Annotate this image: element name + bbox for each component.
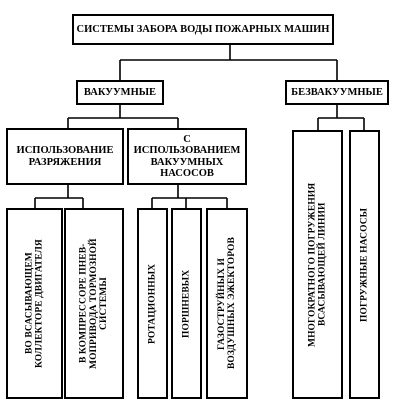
- rotary-pumps-node: РОТАЦИОННЫХ: [137, 208, 168, 399]
- brake-compressor-label: В КОМПРЕССОРЕ ПНЕВ- МОПРИВОДА ТОРМОЗНОЙ …: [78, 238, 110, 369]
- rotary-pumps-label: РОТАЦИОННЫХ: [147, 263, 158, 344]
- brake-compressor-node: В КОМПРЕССОРЕ ПНЕВ- МОПРИВОДА ТОРМОЗНОЙ …: [64, 208, 124, 399]
- submersible-pumps-node: ПОГРУЖНЫЕ НАСОСЫ: [349, 130, 380, 399]
- ejectors-label: ГАЗОСТРУЙНЫХ И ВОЗДУШНЫХ ЭЖЕКТОРОВ: [216, 237, 237, 370]
- piston-pumps-label: ПОРШНЕВЫХ: [181, 269, 192, 338]
- ejectors-node: ГАЗОСТРУЙНЫХ И ВОЗДУШНЫХ ЭЖЕКТОРОВ: [206, 208, 248, 399]
- intake-manifold-label: ВО ВСАСЫВАЮЩЕМ КОЛЛЕКТОРЕ ДВИГАТЕЛЯ: [24, 239, 45, 368]
- vacuum-label: ВАКУУМНЫЕ: [83, 86, 157, 98]
- root-label: СИСТЕМЫ ЗАБОРА ВОДЫ ПОЖАРНЫХ МАШИН: [76, 23, 330, 35]
- non-vacuum-label: БЕЗВАКУУМНЫЕ: [291, 86, 383, 98]
- piston-pumps-node: ПОРШНЕВЫХ: [171, 208, 202, 399]
- submersible-pumps-label: ПОГРУЖНЫЕ НАСОСЫ: [359, 207, 370, 322]
- rarefaction-label: ИСПОЛЬЗОВАНИЕ РАЗРЯЖЕНИЯ: [16, 145, 114, 168]
- rarefaction-node: ИСПОЛЬЗОВАНИЕ РАЗРЯЖЕНИЯ: [6, 128, 124, 185]
- root-node: СИСТЕМЫ ЗАБОРА ВОДЫ ПОЖАРНЫХ МАШИН: [72, 14, 334, 45]
- multiple-immersion-label: МНОГОКРАТНОГО ПОГРУЖЕНИЯ ВСАСЫВАЮЩЕЙ ЛИН…: [307, 182, 328, 347]
- intake-manifold-node: ВО ВСАСЫВАЮЩЕМ КОЛЛЕКТОРЕ ДВИГАТЕЛЯ: [6, 208, 63, 399]
- multiple-immersion-node: МНОГОКРАТНОГО ПОГРУЖЕНИЯ ВСАСЫВАЮЩЕЙ ЛИН…: [292, 130, 343, 399]
- vacuum-node: ВАКУУМНЫЕ: [76, 80, 164, 105]
- non-vacuum-node: БЕЗВАКУУМНЫЕ: [285, 80, 389, 105]
- vacuum-pumps-label: С ИСПОЛЬЗОВАНИЕМ ВАКУУМНЫХ НАСОСОВ: [133, 133, 241, 179]
- vacuum-pumps-node: С ИСПОЛЬЗОВАНИЕМ ВАКУУМНЫХ НАСОСОВ: [127, 128, 247, 185]
